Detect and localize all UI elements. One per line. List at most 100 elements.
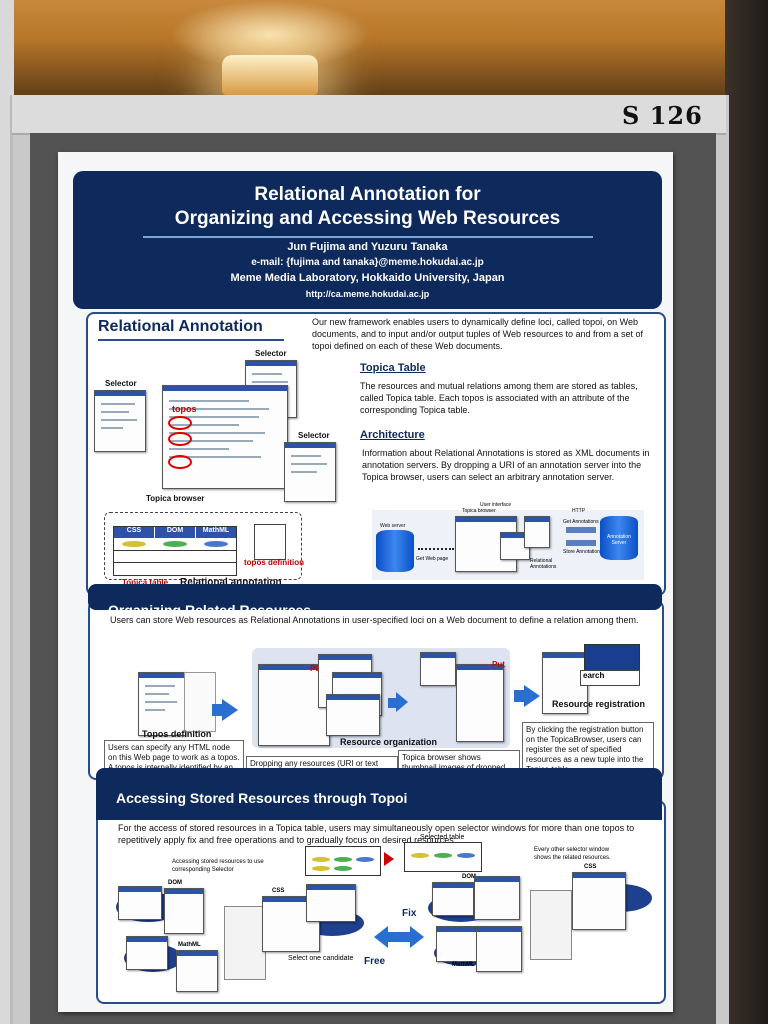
organize-thumbnail-browser [456, 664, 504, 742]
accessing-caption: Accessing stored resources to use corres… [172, 859, 264, 873]
topica-table-figure: CSS DOM MathML [113, 526, 237, 576]
get-web-page-arrow [418, 548, 454, 552]
arch-selector-window-2 [524, 516, 550, 548]
topos-marker-1 [168, 416, 192, 430]
access-topica-browser [224, 906, 266, 980]
fix-free-arrow-shaft [386, 932, 410, 942]
side-wall [725, 0, 768, 1024]
access-table-2 [404, 842, 482, 872]
get-annotations-arrow [566, 527, 596, 533]
arch-annotation-server-label: Annotation Server [607, 534, 631, 546]
selector-label-left: Selector [105, 379, 137, 388]
topos-marker-3 [168, 455, 192, 469]
arrow-2-shaft [388, 698, 396, 708]
booth-number-label: S 126 [622, 101, 703, 130]
arrow-3-shaft [514, 690, 524, 702]
architecture-text: Information about Relational Annotations… [362, 448, 650, 482]
access-table-1 [305, 846, 381, 876]
topos-label: topos [172, 404, 197, 414]
section3-intro: For the access of stored resources in a … [118, 823, 635, 845]
section2-header-bar [88, 584, 662, 610]
title-divider [143, 236, 593, 238]
selector-window-right [284, 442, 336, 502]
registration-dialog [584, 644, 640, 672]
every-other-caption: Every other selector window shows the re… [534, 847, 611, 861]
topos-definition-label: Topos definition [142, 729, 212, 739]
cell-css [122, 541, 146, 547]
store-annotations-arrow [566, 540, 596, 546]
board-top-rail [12, 95, 726, 135]
access-window-right-bottom [436, 926, 478, 962]
access-window-center [306, 884, 356, 922]
col-dom: DOM [155, 527, 195, 538]
organize-put-label-2: Put [492, 660, 505, 669]
arch-http-label: HTTP [572, 508, 586, 514]
access-window-dom [164, 888, 204, 934]
access-window-right-mathml [476, 926, 522, 972]
poster-affiliation: Meme Media Laboratory, Hokkaido Universi… [230, 272, 505, 284]
access-mathml-label: MathML [178, 942, 201, 948]
access-css-label: CSS [272, 888, 285, 894]
architecture-heading: Architecture [360, 429, 425, 441]
poster-email: e-mail: {fujima and tanaka}@meme.hokudai… [251, 257, 484, 268]
arch-user-interface-label: User interface [480, 502, 512, 508]
topica-table-heading: Topica Table [360, 362, 426, 374]
ceiling-background [0, 0, 768, 100]
topos-definition-label: topos definition [244, 558, 304, 567]
access-css-label-2: CSS [584, 864, 597, 870]
arch-get-web-page-label: Get Web page [416, 556, 449, 562]
annotation-server-db-icon [600, 516, 638, 560]
select-one-label: Select one candidate [288, 955, 354, 962]
topica-table-text: The resources and mutual relations among… [360, 381, 638, 415]
section1-title: Relational Annotation [98, 318, 263, 335]
arch-store-annotations-label: Store Annotations [563, 549, 603, 555]
access-window-right-dom [474, 876, 520, 920]
selected-table-label: Selected table [420, 834, 465, 841]
access-dom-label-2: DOM [462, 874, 476, 880]
selector-label-right: Selector [298, 431, 330, 440]
poster-authors: Jun Fujima and Yuzuru Tanaka [287, 241, 448, 253]
organize-thumbnail-1 [420, 652, 456, 686]
resource-registration-label: Resource registration [552, 699, 646, 709]
section2-title: Organizing Related Resources [108, 602, 312, 618]
ceiling-lamp [222, 55, 318, 95]
access-window-mathml [176, 950, 218, 992]
section3-title: Accessing Stored Resources through Topoi [116, 790, 408, 806]
arrow-1-shaft [212, 704, 222, 716]
poster-title: Relational Annotation for Organizing and… [174, 184, 561, 229]
organize-put-label: Put [310, 664, 323, 673]
search-box: earch [580, 670, 640, 686]
topos-definition-menu [184, 672, 216, 732]
col-css: CSS [114, 527, 154, 538]
access-window-right-top [432, 882, 474, 916]
arch-get-annotations-label: Get Annotations [563, 519, 599, 525]
resource-organization-label: Resource organization [340, 737, 438, 747]
access-window-left-bottom [126, 936, 168, 970]
topos-definition-window [138, 672, 186, 736]
arch-topica-browser-label: Topica browser [462, 508, 496, 514]
arch-web-server-label: Web server [380, 523, 406, 529]
free-label: Free [364, 956, 386, 967]
section2-intro: Users can store Web resources as Relatio… [110, 615, 639, 625]
access-window-far-right [572, 872, 626, 930]
poster-url: http://ca.meme.hokudai.ac.jp [305, 289, 430, 299]
arrow-3-head [524, 685, 540, 707]
section3-header-bar [96, 768, 662, 820]
cell-mathml [204, 541, 228, 547]
cell-dom [163, 541, 187, 547]
relational-annotation-outline [104, 512, 302, 580]
topica-table-label: Topica table [122, 578, 169, 587]
arrow-1-head [222, 699, 238, 721]
access-window-left-top [118, 886, 162, 920]
access-mathml-label-2: MathML [452, 962, 475, 968]
organize-resource-window-3 [326, 694, 380, 736]
topos-definition-document [254, 524, 286, 560]
web-server-db-icon [376, 530, 414, 572]
access-topica-browser-right [530, 890, 572, 960]
arch-relational-annotations-label: Relational Annotations [530, 558, 557, 570]
relational-annotation-label: Relational annotation [180, 577, 282, 588]
selector-window-left [94, 390, 146, 452]
topos-marker-2 [168, 432, 192, 446]
section1-intro: Our new framework enables users to dynam… [312, 317, 644, 351]
col-mathml: MathML [196, 527, 236, 538]
